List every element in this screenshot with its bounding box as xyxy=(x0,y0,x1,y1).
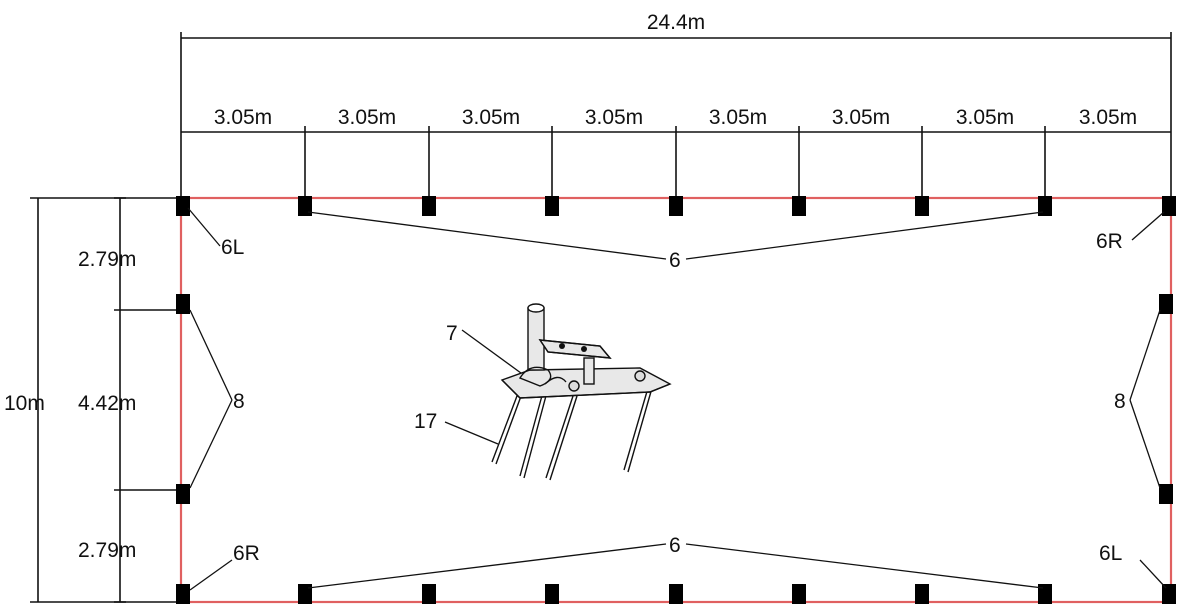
callout-8-left: 8 xyxy=(233,390,245,413)
segment-label: 3.05m xyxy=(956,106,1014,129)
segment-label: 3.05m xyxy=(462,106,520,129)
segment-label: 3.05m xyxy=(585,106,643,129)
callout-6l-top: 6L xyxy=(221,236,244,259)
callout-6r-top: 6R xyxy=(1096,230,1123,253)
segment-label: 3.05m xyxy=(832,106,890,129)
ground-anchor-illustration xyxy=(491,303,672,481)
segment-label: 3.05m xyxy=(214,106,272,129)
segment-label: 3.05m xyxy=(338,106,396,129)
callout-7: 7 xyxy=(446,322,458,345)
left-posts xyxy=(176,294,190,504)
callout-6l-bottom: 6L xyxy=(1099,542,1122,565)
overall-height-label: 10m xyxy=(4,392,45,415)
callout-17: 17 xyxy=(414,410,437,433)
stakes-icon xyxy=(491,387,653,481)
overall-width-label: 24.4m xyxy=(647,11,705,34)
left-dimensions: 10m 2.79m 4.42m 2.79m xyxy=(4,197,181,603)
segment-label: 3.05m xyxy=(709,106,767,129)
callout-8-right: 8 xyxy=(1114,390,1126,413)
side-segment-label: 2.79m xyxy=(78,539,136,562)
callout-6-top: 6 xyxy=(669,249,681,272)
side-segment-label: 4.42m xyxy=(78,392,136,415)
callout-6r-bottom: 6R xyxy=(233,542,260,565)
callout-6-bottom: 6 xyxy=(669,534,681,557)
side-segment-label: 2.79m xyxy=(78,248,136,271)
leader-lines xyxy=(187,207,1167,591)
top-dimensions: 24.4m 3.05m 3.05m 3.05m 3.05m 3.05m 3.05… xyxy=(180,11,1172,198)
segment-label: 3.05m xyxy=(1079,106,1137,129)
